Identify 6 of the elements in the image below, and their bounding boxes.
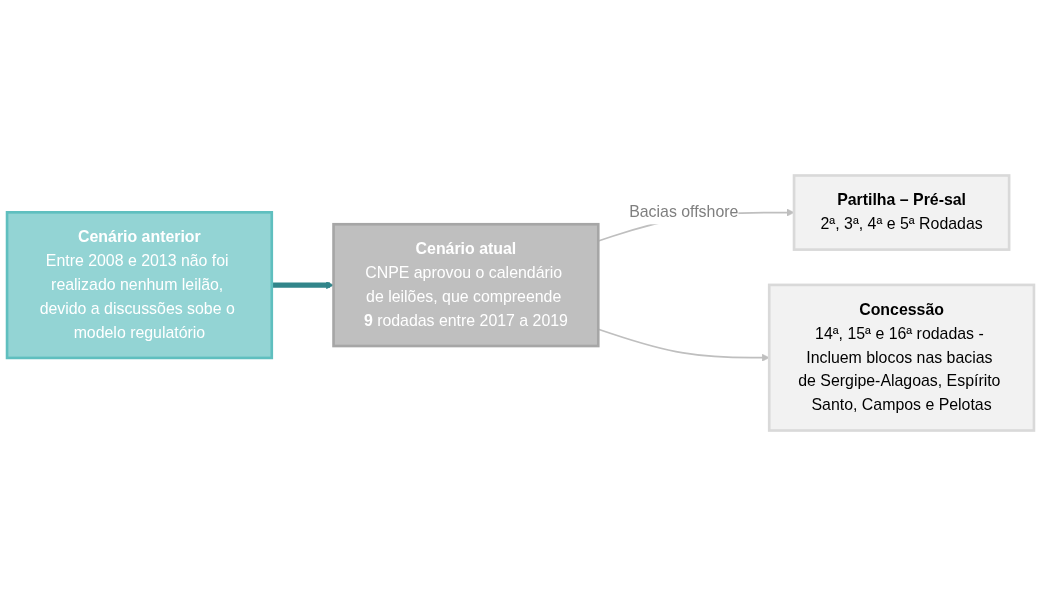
node-box: Concessão 14ª, 15ª e 16ª rodadas - Incluem blocos nas bacias de Sergipe-Alagoas, Espírito Santo, Campos e Pelotas	[767, 283, 1036, 432]
edge-label: Bacias offshore	[629, 203, 739, 221]
node-box: Partilha – Pré-sal 2ª, 3ª, 4ª e 5ª Rodadas	[792, 174, 1011, 251]
node-box: Cenário atual CNPE aprovou o calendário de leilões, que compreende 9 rodadas entre 2017 a 2019	[332, 222, 600, 348]
node-box: Cenário anterior Entre 2008 e 2013 não foi realizado nenhum leilão, devido a discussões sobe o modelo regulatório	[5, 211, 274, 360]
arrow	[271, 281, 334, 289]
